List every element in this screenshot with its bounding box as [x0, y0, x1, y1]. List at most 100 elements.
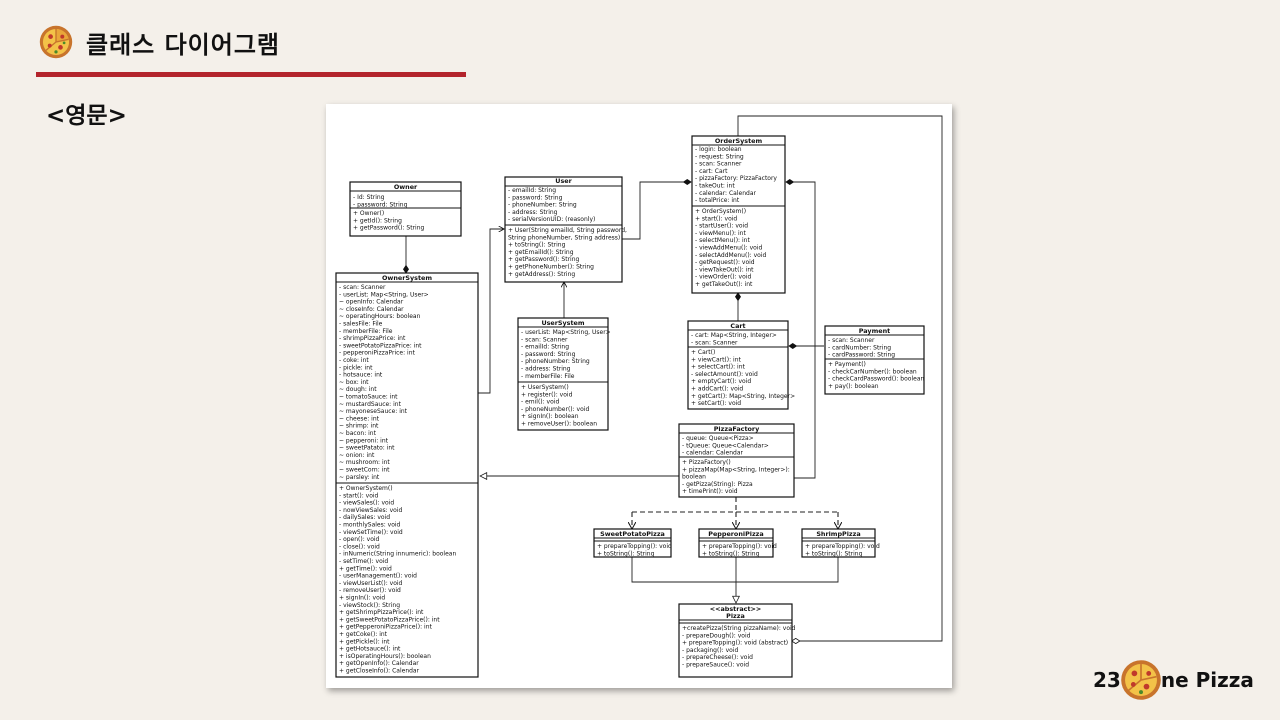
class-member: - viewSetTime(): void	[339, 529, 403, 536]
class-member: - emil(): void	[521, 399, 559, 406]
class-member: - memberFile: File	[521, 373, 575, 380]
class-member: ~ dough: int	[339, 386, 377, 393]
class-member: + getCart(): Map<String, Integer>	[691, 393, 795, 400]
title-underline	[36, 72, 466, 77]
class-member: - monthlySales: void	[339, 522, 401, 529]
page-title: 클래스 다이어그램	[86, 30, 280, 59]
class-member: - address: String	[521, 366, 571, 373]
class-member: + getOpenInfo(): Calendar	[339, 660, 419, 667]
class-member: + viewCart(): int	[691, 356, 742, 363]
class-member: + start(): void	[695, 215, 737, 222]
class-member: + getId(): String	[353, 217, 402, 224]
class-sweet-potato-pizza: SweetPotatoPizza + prepareTopping(): voi…	[593, 528, 672, 558]
class-member: + Owner()	[353, 210, 384, 217]
class-member: - queue: Queue<Pizza>	[682, 435, 754, 442]
class-member: - start(): void	[339, 492, 379, 499]
class-member: - close(): void	[339, 543, 380, 550]
class-member: - hotsauce: int	[339, 372, 383, 379]
class-member: + timePrint(): void	[682, 488, 738, 495]
class-member: - selectMenu(): int	[695, 237, 750, 244]
class-member: ~ bacon: int	[339, 430, 377, 437]
class-member: + getTime(): void	[339, 565, 392, 572]
class-member: - password: String	[508, 194, 563, 201]
class-member: - memberFile: File	[339, 328, 393, 335]
class-member: ~ parsley: int	[339, 474, 380, 481]
class-member: - getRequest(): void	[695, 259, 755, 266]
class-member: - nowViewSales: void	[339, 507, 402, 514]
svg-text:PizzaFactory: PizzaFactory	[714, 425, 760, 433]
class-member: - phoneNumber: String	[521, 358, 590, 365]
class-member: - totalPrice: int	[695, 197, 740, 204]
class-member: - calendar: Calendar	[695, 190, 756, 197]
uml-diagram: Owner - Id: String- password: String + O…	[335, 115, 943, 678]
svg-text:SweetPotatoPizza: SweetPotatoPizza	[600, 530, 665, 538]
class-member: - scan: Scanner	[521, 336, 568, 343]
class-member: ~ tomatoSauce: int	[339, 394, 398, 401]
class-member: + removeUser(): boolean	[521, 421, 597, 428]
class-member: - viewTakeOut(): int	[695, 266, 754, 273]
class-member: - address: String	[508, 209, 558, 216]
class-member: - request: String	[695, 153, 744, 160]
class-pizza-abstract: <<abstract>> Pizza +createPizza(String p…	[678, 603, 796, 678]
class-member: ~ box: int	[339, 379, 369, 386]
svg-text:ShrimpPizza: ShrimpPizza	[816, 530, 860, 538]
class-member: + prepareTopping(): void	[805, 543, 880, 550]
pizza-icon	[39, 25, 73, 59]
class-member: - pizzaFactory: PizzaFactory	[695, 175, 777, 182]
class-member: + getCoke(): int	[339, 631, 388, 638]
class-member: - getPizza(String): Pizza	[682, 481, 753, 488]
class-member: + isOperatingHours(): boolean	[339, 653, 431, 660]
class-member: - takeOut: int	[695, 183, 735, 190]
class-member: - viewMenu(): int	[695, 230, 746, 237]
class-order-system: OrderSystem - login: boolean- request: S…	[691, 135, 786, 294]
class-member: + addCart(): void	[691, 386, 743, 393]
class-member: + getCloseInfo(): Calendar	[339, 668, 420, 675]
class-member: + signIn(): boolean	[521, 413, 579, 420]
class-member: + register(): void	[521, 391, 573, 398]
class-member: + getShrimpPizzaPrice(): int	[339, 609, 424, 616]
class-user: User - emailId: String- password: String…	[504, 176, 627, 283]
class-member: - prepareDough(): void	[682, 632, 751, 639]
class-member: - viewOrder(): void	[695, 274, 751, 281]
class-member: ~ mayoneseSauce: int	[339, 408, 408, 415]
svg-text:Payment: Payment	[859, 327, 890, 335]
class-member: + getPassword(): String	[353, 225, 425, 232]
class-diagram-image: Owner - Id: String- password: String + O…	[326, 104, 952, 688]
class-member: + toString(): String	[597, 550, 655, 557]
class-member: - setTime(): void	[339, 558, 388, 565]
class-member: ~ mustardSauce: int	[339, 401, 402, 408]
class-member: - sweetPotatoPizzaPrice: int	[339, 342, 422, 349]
class-member: - emailId: String	[521, 344, 569, 351]
pizza-icon	[1121, 660, 1161, 700]
class-member: + getSweetPotatoPizzaPrice(): int	[339, 616, 440, 623]
class-member: - prepareSauce(): void	[682, 662, 749, 669]
class-member: - packaging(): void	[682, 647, 738, 654]
class-member: - inNumeric(String innumeric): boolean	[339, 551, 456, 558]
class-member: - viewSales(): void	[339, 500, 394, 507]
class-member: ~ operatingHours: boolean	[339, 313, 421, 320]
class-member: ~ shrimp: int	[339, 423, 379, 430]
class-pepperoni-pizza: PepperoniPizza + prepareTopping(): void+…	[698, 528, 777, 558]
class-member: + toString(): String	[702, 550, 760, 557]
class-member: - viewStock(): String	[339, 602, 400, 609]
class-member: + PizzaFactory()	[682, 459, 731, 466]
class-member: + prepareTopping(): void (abstract)	[682, 640, 788, 647]
class-member: + User(String emailId, String password,	[508, 227, 627, 234]
class-owner-system: OwnerSystem - scan: Scanner- userList: M…	[335, 272, 479, 678]
svg-text:OwnerSystem: OwnerSystem	[382, 274, 432, 282]
class-member: - dailySales: void	[339, 514, 390, 521]
class-user-system: UserSystem - userList: Map<String, User>…	[517, 317, 611, 431]
svg-text:UserSystem: UserSystem	[541, 319, 584, 327]
class-member: + getTakeOut(): int	[695, 281, 753, 288]
class-pizza-factory: PizzaFactory - queue: Queue<Pizza>- tQue…	[678, 423, 795, 498]
class-member: ~ cheese: int	[339, 415, 380, 422]
class-member: + getAddress(): String	[508, 271, 575, 278]
class-member: + OwnerSystem()	[339, 485, 393, 492]
class-member: - open(): void	[339, 536, 380, 543]
class-member: - calendar: Calendar	[682, 450, 743, 457]
class-member: + signIn(): void	[339, 595, 385, 602]
class-member: ~ closeInfo: Calendar	[339, 306, 404, 313]
class-member: ~ pepperoni: int	[339, 437, 389, 444]
class-member: + pay(): boolean	[828, 383, 879, 390]
class-member: - tQueue: Queue<Calendar>	[682, 442, 769, 449]
